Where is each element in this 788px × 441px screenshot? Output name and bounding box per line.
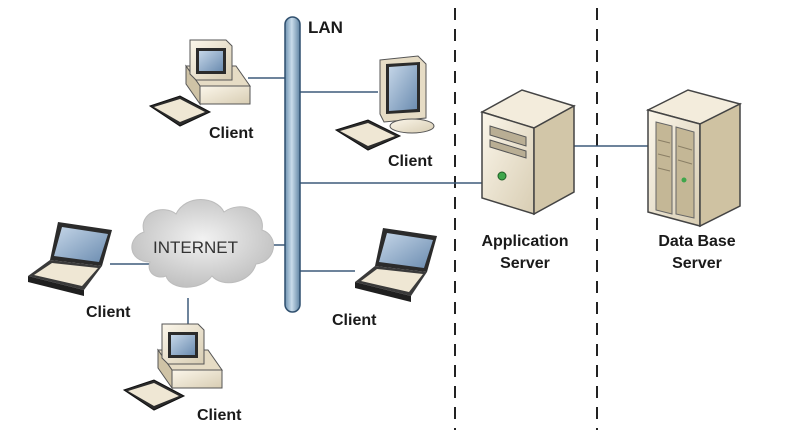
app-server-label-line2: Server: [500, 255, 550, 272]
database-server-icon: [645, 89, 743, 228]
client-2-label: Client: [388, 153, 433, 170]
db-server-label-line1: Data Base: [658, 233, 735, 250]
client-5-label: Client: [197, 407, 242, 424]
db-server-label-line2: Server: [672, 255, 722, 272]
lan-label: LAN: [308, 18, 343, 37]
client-4-label: Client: [332, 312, 377, 329]
desktop-computer-icon: [157, 323, 223, 390]
server-tower-icon: [480, 89, 576, 216]
app-server-label-line1: Application: [481, 233, 568, 250]
cloud-icon: [131, 199, 274, 288]
laptop-icon: [355, 228, 437, 302]
internet-label: INTERNET: [153, 238, 238, 257]
keyboard-icon: [122, 379, 186, 411]
keyboard-icon: [148, 95, 212, 127]
lan-bus-icon: [284, 16, 301, 313]
laptop-icon: [28, 222, 112, 296]
client-3-label: Client: [86, 304, 131, 321]
monitor-icon: [379, 55, 435, 134]
desktop-computer-icon: [185, 39, 251, 106]
client-1-label: Client: [209, 125, 254, 142]
keyboard-icon: [334, 119, 402, 151]
